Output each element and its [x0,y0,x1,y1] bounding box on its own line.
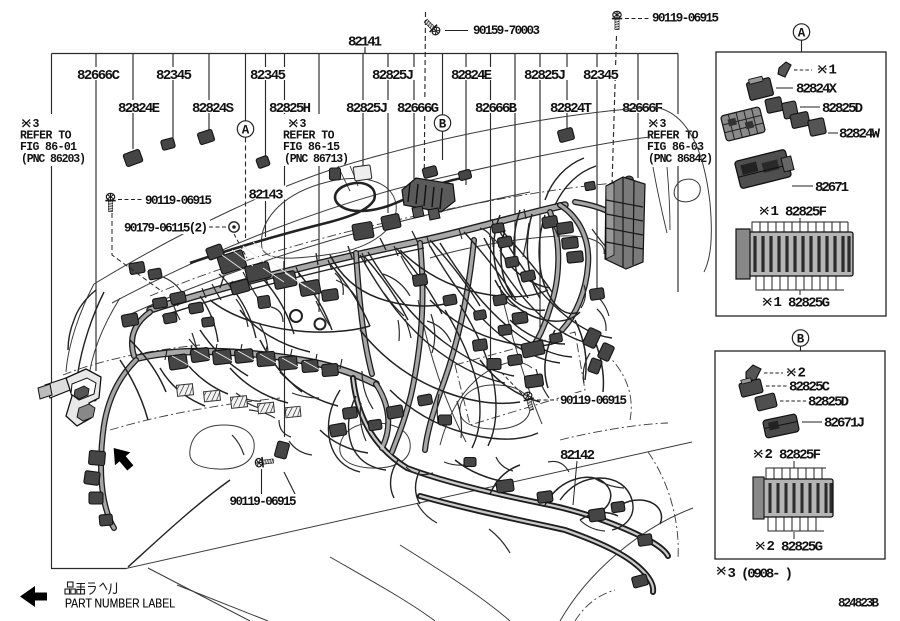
svg-text:A: A [798,27,806,41]
svg-text:B: B [797,333,805,347]
svg-text:82141: 82141 [348,35,382,51]
svg-text:82345: 82345 [156,68,192,84]
svg-text:82825D: 82825D [808,395,849,411]
svg-text:3: 3 [300,118,307,131]
svg-text:3: 3 [660,118,667,131]
svg-text:82824W: 82824W [839,127,881,143]
svg-text:82666G: 82666G [397,101,439,117]
svg-text:3: 3 [33,118,40,131]
svg-text:82825G: 82825G [788,296,830,312]
svg-text:(PNC 86713): (PNC 86713) [284,153,349,166]
svg-text:82666B: 82666B [475,101,518,117]
svg-text:82825F: 82825F [785,205,827,221]
svg-text:82345: 82345 [250,68,286,84]
svg-text:82824T: 82824T [550,101,592,117]
svg-text:(0908- ): (0908- ) [741,567,793,583]
svg-text:2: 2 [765,447,773,463]
svg-text:82824S: 82824S [192,101,234,117]
svg-text:2: 2 [767,539,775,555]
svg-text:REFER TO: REFER TO [647,130,699,143]
svg-text:82825G: 82825G [781,540,823,556]
svg-text:90119-06915: 90119-06915 [230,495,297,509]
svg-text:1: 1 [829,63,837,79]
svg-text:82345: 82345 [583,68,619,84]
svg-text:824823B: 824823B [838,597,879,611]
svg-text:FIG 86-15: FIG 86-15 [283,141,340,154]
svg-text:82825J: 82825J [524,68,566,84]
svg-text:82666C: 82666C [77,68,121,84]
svg-text:82671: 82671 [815,180,849,196]
svg-text:82824X: 82824X [796,82,838,98]
svg-text:82666F: 82666F [622,101,663,117]
svg-text:82142: 82142 [560,448,595,464]
svg-text:82143: 82143 [249,188,284,204]
svg-text:3: 3 [728,566,736,582]
svg-text:90159-70003: 90159-70003 [473,24,540,38]
svg-text:A: A [242,124,250,138]
svg-text:82825C: 82825C [789,380,831,396]
svg-text:90179-06115(2): 90179-06115(2) [124,222,208,236]
svg-text:PART NUMBER LABEL: PART NUMBER LABEL [65,597,175,611]
svg-text:82825J: 82825J [346,101,388,117]
svg-text:82825D: 82825D [822,101,863,117]
svg-text:1: 1 [771,204,779,220]
svg-text:(PNC 86842): (PNC 86842) [648,153,713,166]
svg-text:82824E: 82824E [451,68,492,84]
svg-text:REFER TO: REFER TO [20,130,72,143]
svg-text:82825F: 82825F [779,448,821,464]
svg-text:82824E: 82824E [118,101,160,117]
svg-text:2: 2 [798,366,806,382]
svg-text:90119-06915: 90119-06915 [145,194,212,208]
svg-text:90119-06915: 90119-06915 [652,12,719,26]
svg-text:1: 1 [774,295,782,311]
svg-text:90119-06915: 90119-06915 [560,394,627,408]
svg-text:FIG 86-03: FIG 86-03 [647,141,704,154]
svg-text:82671J: 82671J [824,416,865,432]
svg-text:82825J: 82825J [372,68,414,84]
svg-text:B: B [439,118,447,132]
svg-text:PART NUMBER LABEL: PART NUMBER LABEL [65,597,175,611]
svg-text:(PNC 86203): (PNC 86203) [21,153,86,166]
svg-text:82825H: 82825H [269,101,311,117]
svg-text:FIG 86-01: FIG 86-01 [20,141,77,154]
svg-text:REFER TO: REFER TO [283,130,335,143]
